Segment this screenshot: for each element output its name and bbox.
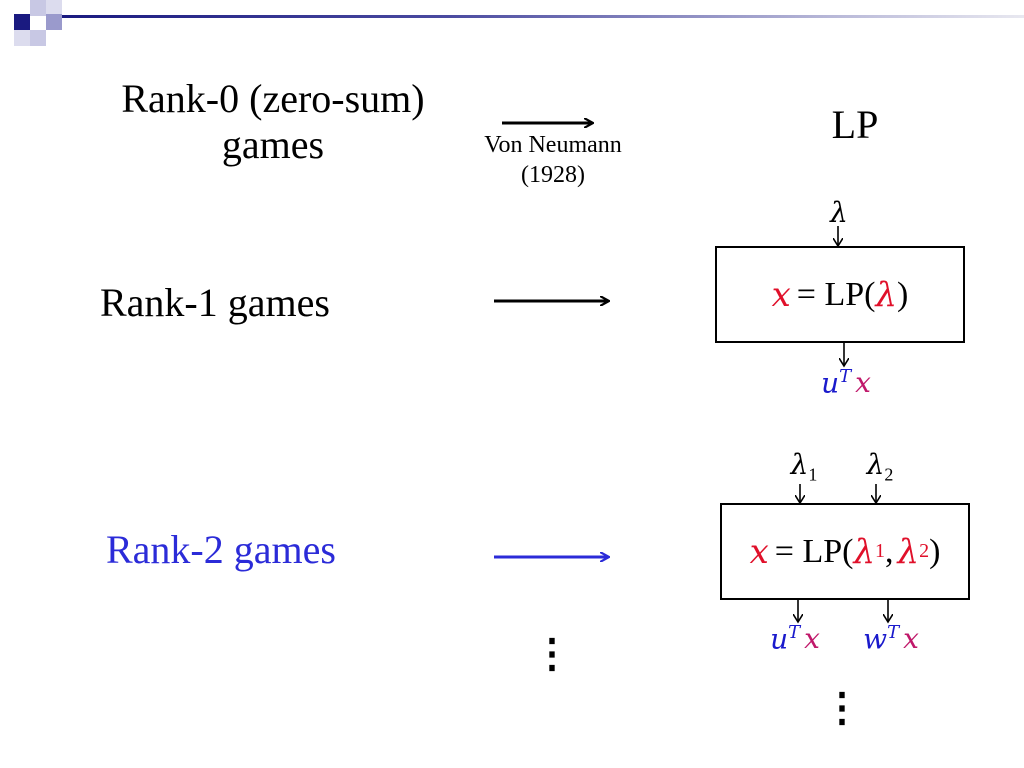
box1-x: x: [771, 274, 791, 315]
box2-comma: ,: [885, 532, 894, 570]
box2-out1-u: u: [770, 622, 789, 656]
box1-lambda: λ: [875, 274, 898, 315]
rank0-label-line1: Rank-0 (zero-sum): [121, 76, 425, 121]
von-neumann-year: (1928): [521, 162, 585, 188]
von-neumann-label: Von Neumann (1928): [462, 130, 644, 190]
rank2-label: Rank-2 games: [106, 527, 336, 572]
rank1-label: Rank-1 games: [100, 280, 330, 325]
header-square-light: [30, 0, 46, 16]
header-square-light: [14, 30, 30, 46]
box2-out1-T: T: [788, 622, 801, 643]
box2-lambda2: λ: [897, 531, 920, 572]
header-square-light: [46, 0, 62, 16]
box2-lambda1-sub: 1: [875, 540, 886, 562]
box2-out2-T: T: [887, 622, 900, 643]
box1-eq: = LP(: [796, 275, 876, 313]
box2-x: x: [749, 531, 769, 572]
box2-lambda1: λ: [853, 531, 876, 572]
von-neumann-name: Von Neumann: [484, 132, 622, 158]
header-rule: [62, 15, 1024, 18]
box2-input2: λ2: [860, 448, 900, 486]
rank0-label: Rank-0 (zero-sum) games: [90, 76, 456, 168]
header-square-dark: [14, 14, 30, 30]
box1-out-T: T: [839, 366, 852, 387]
box2-input2-sub: 2: [884, 464, 894, 485]
box1-out-x: x: [855, 366, 871, 400]
ellipsis-right: ⋮: [822, 685, 862, 730]
box2-input1-lambda: λ: [790, 448, 809, 481]
rank0-label-line2: games: [221, 122, 325, 167]
box2-lambda2-sub: 2: [919, 540, 930, 562]
lp-label: LP: [831, 102, 879, 147]
box2-input1-sub: 1: [808, 464, 818, 485]
box2-input2-lambda: λ: [866, 448, 885, 481]
header-square-light: [30, 30, 46, 46]
box1-input-lambda: λ: [830, 196, 848, 229]
header-decoration: [0, 0, 1024, 48]
ellipsis-center: ⋮: [532, 631, 572, 676]
box2-out2-w: w: [863, 622, 888, 656]
box2-out1-x: x: [804, 622, 820, 656]
box2-eq: = LP(: [774, 532, 854, 570]
box1-out-u: u: [821, 366, 840, 400]
header-square-mid: [46, 14, 62, 30]
box2-input1: λ1: [784, 448, 824, 486]
box2-out2-x: x: [903, 622, 919, 656]
box2-close: ): [929, 532, 941, 570]
box1-close: ): [897, 275, 909, 313]
lp-box-rank1: x = LP( λ ): [715, 246, 965, 343]
